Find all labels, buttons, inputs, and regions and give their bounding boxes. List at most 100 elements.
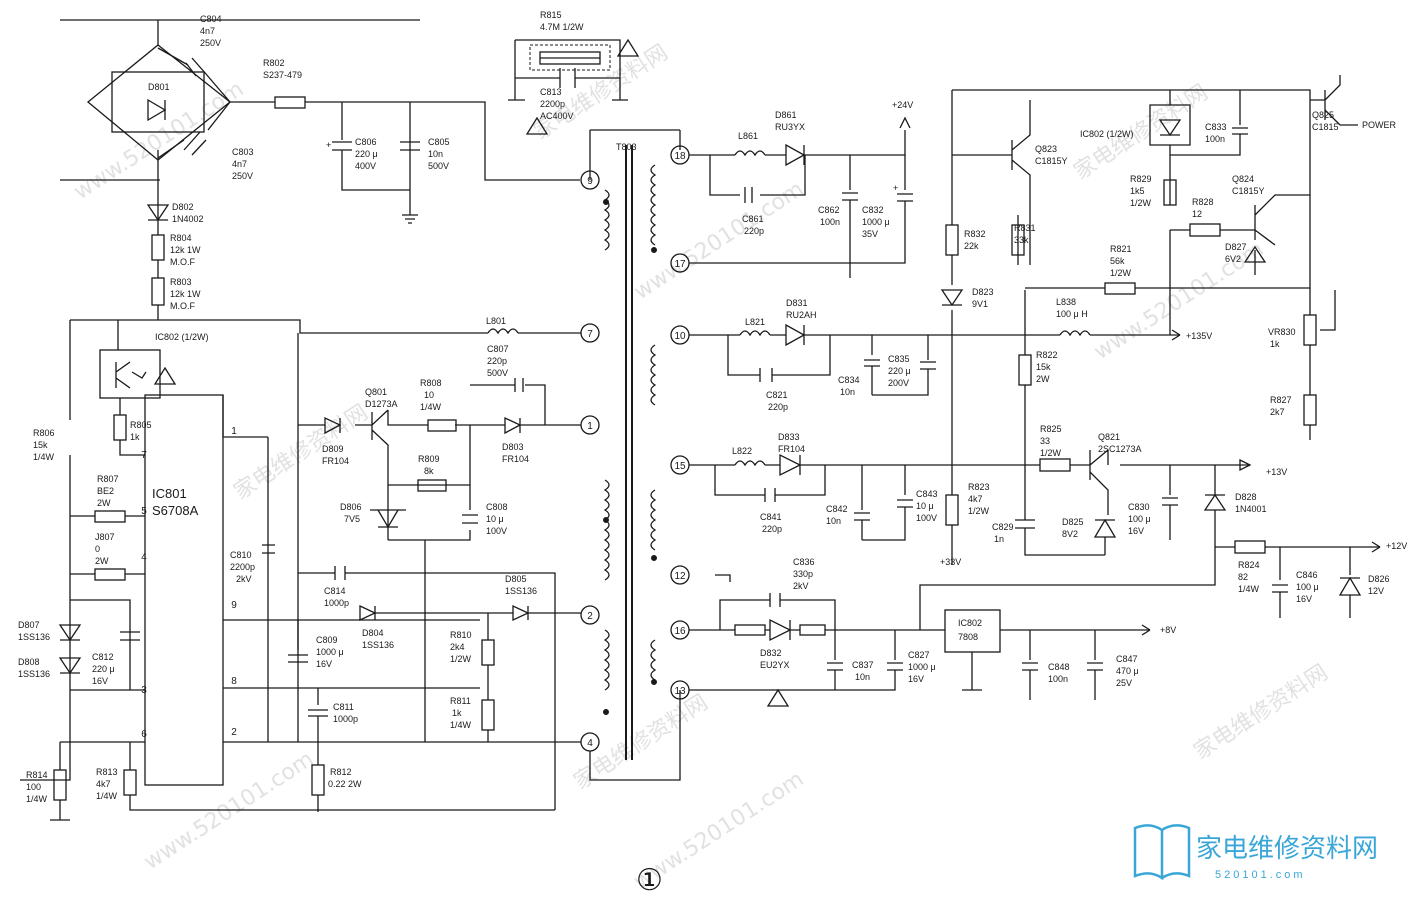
label-c835-rating: 200V <box>888 378 909 388</box>
label-c830-value: 100 μ <box>1128 514 1151 524</box>
label-c847: C847 <box>1116 654 1138 664</box>
rail-8v <box>689 574 1151 707</box>
label-l821: L821 <box>745 317 765 327</box>
label-c832: C832 <box>862 205 884 215</box>
label-r822-value: 15k <box>1036 362 1051 372</box>
label-r832-value: 22k <box>964 241 979 251</box>
label-r812: R812 <box>330 767 352 777</box>
label-c827-value: 1000 μ <box>908 662 936 672</box>
label-c836-rating: 2kV <box>793 581 809 591</box>
label-c841-value: 220p <box>762 524 782 534</box>
label-c804-rating: 250V <box>200 38 221 48</box>
label-r812-value: 0.22 2W <box>328 779 362 789</box>
label-d809-value: FR104 <box>322 456 349 466</box>
transformer-pin: 10 <box>674 331 686 342</box>
book-icon <box>1133 824 1191 881</box>
label-c805: C805 <box>428 137 450 147</box>
control-section <box>940 75 1358 465</box>
watermark-text: www.520101.com <box>140 747 319 875</box>
label-d861-value: RU3YX <box>775 122 805 132</box>
transformer-pin: 7 <box>587 329 593 340</box>
label-r808: R808 <box>420 378 442 388</box>
rail-label-135v: +135V <box>1186 331 1212 341</box>
label-c829-value: 1n <box>994 534 1004 544</box>
label-ic802-opto-right: IC802 (1/2W) <box>1080 129 1134 139</box>
label-c834: C834 <box>838 375 860 385</box>
label-d807: D807 <box>18 620 40 630</box>
label-r825-rating: 1/2W <box>1040 448 1062 458</box>
label-l822: L822 <box>732 446 752 456</box>
watermark-text: www.520101.com <box>630 177 809 305</box>
label-c804-value: 4n7 <box>200 26 215 36</box>
label-r808-rating: 1/4W <box>420 402 442 412</box>
label-c848-value: 100n <box>1048 674 1068 684</box>
label-c808: C808 <box>486 502 508 512</box>
label-d808-value: 1SS136 <box>18 669 50 679</box>
label-c861: C861 <box>742 214 764 224</box>
rail-label-33v: +33V <box>940 557 961 567</box>
label-r803: R803 <box>170 277 192 287</box>
label-d825-value: 8V2 <box>1062 529 1078 539</box>
transformer-pin: 9 <box>587 176 593 187</box>
rail-13v <box>689 290 1252 630</box>
ic-pin: 2 <box>231 727 237 738</box>
label-r828-value: 12 <box>1192 209 1202 219</box>
label-d831: D831 <box>786 298 808 308</box>
label-r804-value: 12k 1W <box>170 245 201 255</box>
label-c827: C827 <box>908 650 930 660</box>
label-j807: J807 <box>95 532 115 542</box>
component-labels: C804 4n7 250V R802 S237-479 D801 C803 4n… <box>18 10 1407 898</box>
label-c806-rating: 400V <box>355 161 376 171</box>
ic-pin: 5 <box>141 506 147 517</box>
label-r822-rating: 2W <box>1036 374 1050 384</box>
label-q821: Q821 <box>1098 432 1120 442</box>
label-r811: R811 <box>450 696 471 706</box>
label-r823-rating: 1/2W <box>968 506 990 516</box>
transformer-pin: 1 <box>587 421 593 432</box>
transformer-pin: 17 <box>674 259 686 270</box>
label-r808-value: 10 <box>424 390 434 400</box>
label-r822: R822 <box>1036 350 1058 360</box>
label-c805-value: 10n <box>428 149 443 159</box>
label-r831-value: 33k <box>1014 235 1029 245</box>
label-c843: C843 <box>916 489 938 499</box>
label-r823-value: 4k7 <box>968 494 983 504</box>
label-r813: R813 <box>96 767 118 777</box>
label-c808-rating: 100V <box>486 526 507 536</box>
label-c807-value: 220p <box>487 356 507 366</box>
label-c847-value: 470 μ <box>1116 666 1139 676</box>
label-c813: C813 <box>540 87 562 97</box>
label-q824: Q824 <box>1232 174 1254 184</box>
label-r803-value: 12k 1W <box>170 289 201 299</box>
label-r824-value: 82 <box>1238 572 1248 582</box>
label-j807-rating: 2W <box>95 556 109 566</box>
label-c813-rating: AC400V <box>540 111 574 121</box>
label-d803: D803 <box>502 442 524 452</box>
transformer-pin: 13 <box>674 686 686 697</box>
label-c862-value: 100n <box>820 217 840 227</box>
label-q824-value: C1815Y <box>1232 186 1265 196</box>
label-c833: C833 <box>1205 122 1227 132</box>
label-r806-value: 15k <box>33 440 48 450</box>
label-d826: D826 <box>1368 574 1390 584</box>
label-r814-value: 100 <box>26 782 41 792</box>
label-r824: R824 <box>1238 560 1260 570</box>
label-l801: L801 <box>486 316 506 326</box>
label-c846-value: 100 μ <box>1296 582 1319 592</box>
label-r824-rating: 1/4W <box>1238 584 1260 594</box>
label-c803-value: 4n7 <box>232 159 247 169</box>
label-c806: C806 <box>355 137 377 147</box>
label-c814-value: 1000p <box>324 598 349 608</box>
label-d802: D802 <box>172 202 194 212</box>
label-ic802-reg-part: 7808 <box>958 632 978 642</box>
figure-number: ① <box>636 863 663 898</box>
label-c813-value: 2200p <box>540 99 565 109</box>
label-vr830: VR830 <box>1268 327 1296 337</box>
label-t803: T803 <box>616 142 637 152</box>
label-r815-value: 4.7M 1/2W <box>540 22 584 32</box>
rail-label-13v: +13V <box>1266 467 1287 477</box>
ic-pin: 1 <box>231 426 237 437</box>
label-c842: C842 <box>826 504 848 514</box>
label-c830: C830 <box>1128 502 1150 512</box>
